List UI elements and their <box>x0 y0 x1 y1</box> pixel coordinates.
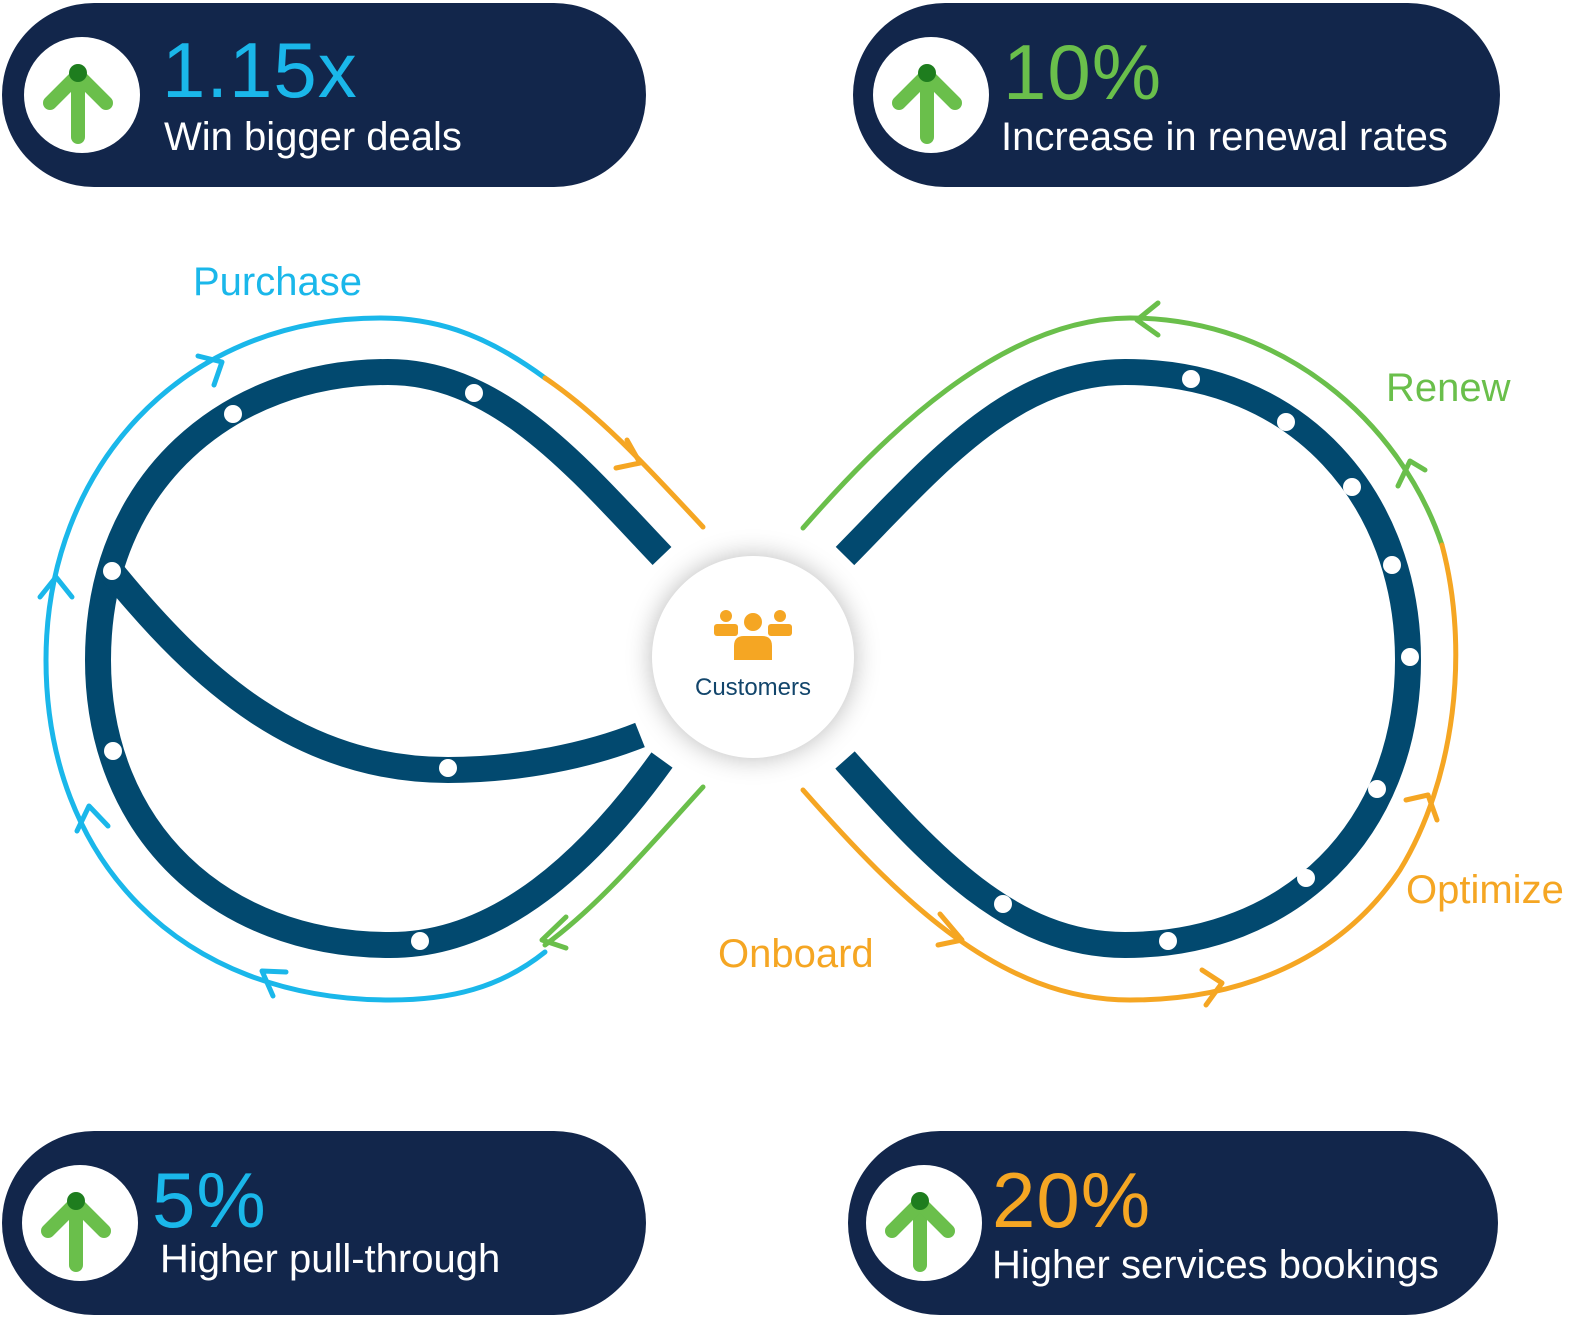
loop-node <box>411 932 429 950</box>
metric-caption: Win bigger deals <box>164 115 462 159</box>
arrow-chevron <box>1403 792 1440 823</box>
right-loop <box>835 358 1422 959</box>
up-arrow-icon <box>885 1192 955 1272</box>
arrow-chevron <box>613 437 643 471</box>
loop-node <box>104 742 122 760</box>
metric-value: 10% <box>1003 28 1163 116</box>
metric-card-bigger-deals: 1.15x Win bigger deals <box>2 3 646 187</box>
up-arrow-badge <box>24 37 140 153</box>
arrow-chevron <box>37 574 75 600</box>
up-arrow-icon <box>43 64 113 144</box>
loop-node <box>1159 932 1177 950</box>
orange-path-upper-left <box>542 375 706 530</box>
metric-card-renewal-rates: 10% Increase in renewal rates <box>853 3 1500 187</box>
left-loop-inner <box>101 563 645 784</box>
arrow-chevron <box>1199 967 1225 1008</box>
metric-caption: Higher pull-through <box>160 1237 501 1281</box>
loop-node <box>1343 478 1361 496</box>
renew-path <box>800 315 1445 548</box>
stage-label-optimize: Optimize <box>1406 868 1564 912</box>
loop-node <box>1368 780 1386 798</box>
loop-node <box>224 405 242 423</box>
green-path-lower-left <box>542 784 706 948</box>
loop-node <box>465 384 483 402</box>
customers-node: Customers <box>652 556 854 758</box>
loop-node <box>439 759 457 777</box>
up-arrow-badge <box>866 1165 982 1281</box>
metric-caption: Increase in renewal rates <box>1001 115 1448 159</box>
loop-node <box>994 895 1012 913</box>
arrow-chevron <box>74 803 111 834</box>
up-arrow-badge <box>873 37 989 153</box>
arrow-chevron <box>195 353 225 388</box>
loop-node <box>1401 648 1419 666</box>
stage-label-renew: Renew <box>1386 366 1511 410</box>
up-arrow-badge <box>22 1165 138 1281</box>
loop-node <box>1277 413 1295 431</box>
arrow-chevron <box>935 911 965 948</box>
stage-label-purchase: Purchase <box>193 260 362 304</box>
up-arrow-icon <box>41 1192 111 1272</box>
metric-value: 5% <box>152 1156 267 1244</box>
metric-caption: Higher services bookings <box>992 1243 1439 1287</box>
loop-node <box>1182 370 1200 388</box>
loop-node <box>103 562 121 580</box>
loop-node <box>1383 556 1401 574</box>
arrow-chevron <box>539 914 569 951</box>
up-arrow-icon <box>892 64 962 144</box>
purchase-path <box>43 315 548 1003</box>
stage-label-onboard: Onboard <box>718 932 874 976</box>
metric-card-pull-through: 5% Higher pull-through <box>2 1131 646 1315</box>
arrow-chevron <box>1395 458 1428 489</box>
metric-card-services-bookings: 20% Higher services bookings <box>848 1131 1498 1315</box>
left-loop-upper <box>84 358 673 959</box>
arrow-chevron <box>1134 300 1161 338</box>
customers-label: Customers <box>694 674 812 701</box>
metric-value: 1.15x <box>162 26 358 114</box>
metric-value: 20% <box>992 1156 1152 1244</box>
loop-node <box>1297 869 1315 887</box>
optimize-path <box>800 542 1459 1003</box>
people-group-icon <box>714 610 792 660</box>
arrow-chevron <box>259 968 289 999</box>
